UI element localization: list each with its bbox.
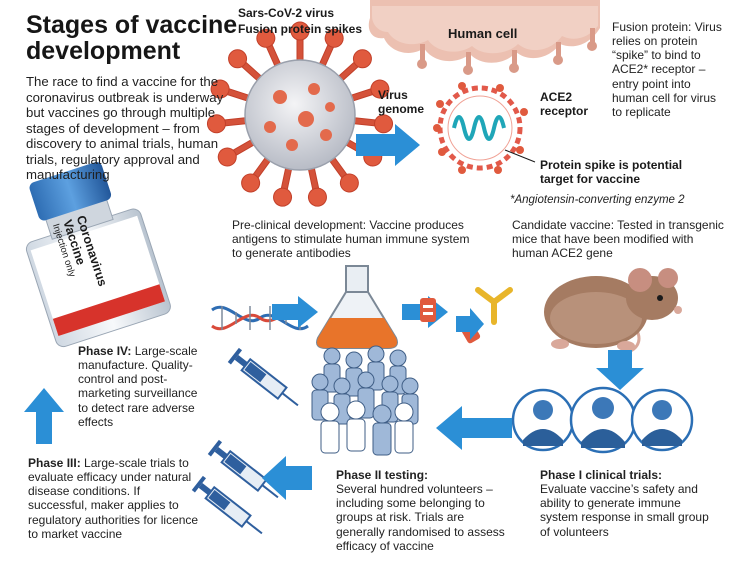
syringe-icon [227,347,299,407]
spike-target-note: Protein spike is potential target for va… [540,158,683,187]
genome-label: Virus genome [378,88,425,117]
genome-capsule [433,82,528,174]
fusion-protein-note: Fusion protein: Virus relies on protein … [612,20,722,119]
lab-flask [316,265,398,349]
phase3-block: Phase III: Large-scale trials to evaluat… [28,456,199,541]
candidate-vaccine-text: Candidate vaccine: Tested in transgenic … [512,218,724,261]
phase1-volunteers [511,386,694,454]
lab-mouse [544,268,682,355]
arrow-phase2-to-phase3 [262,456,312,500]
phase2-block: Phase II testing: Several hundred volunt… [336,468,505,553]
intro-text: The race to find a vaccine for the coron… [26,74,224,183]
arrow-mouse-to-phase1 [596,350,644,390]
syringe-icon [207,439,279,499]
ace2-receptor-label: ACE2 receptor [540,90,589,119]
page-title: Stages of vaccine development [26,11,238,66]
footnote: *Angiotensin-converting enzyme 2 [510,194,685,206]
preclinical-text: Pre-clinical development: Vaccine produc… [232,218,470,261]
phase4-block: Phase IV: Large-scale manufacture. Quali… [78,344,198,429]
spikes-label: Fusion protein spikes [238,22,363,36]
virus-name-label: Sars-CoV-2 virus [238,6,335,20]
dna-strand [211,306,309,330]
arrow-virus-to-genome [356,124,420,166]
phase1-block: Phase I clinical trials: Evaluate vaccin… [540,468,709,539]
arrow-antibody [456,308,484,340]
antigen-particle [420,298,436,322]
arrow-phase1-to-phase2 [436,406,512,450]
phase2-crowd [311,345,419,456]
human-cell [368,0,600,75]
virus-illustration [206,21,394,209]
syringe-icon [191,475,263,535]
arrow-phase3-to-phase4 [24,388,64,444]
vaccine-vial [25,162,171,348]
human-cell-label: Human cell [448,26,518,41]
arrow-dna-to-flask [272,296,318,328]
